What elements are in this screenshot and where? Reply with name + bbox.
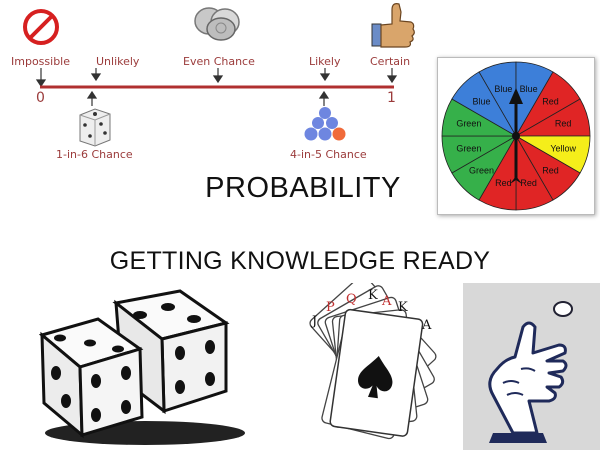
coins-icon (194, 7, 240, 41)
marbles-icon (304, 107, 346, 141)
card-corner-4: K (368, 288, 378, 303)
page-title: PROBABILITY (205, 172, 401, 204)
callout-four-in-five: 4-in-5 Chance (290, 148, 367, 161)
card-corner-3: Q (346, 292, 357, 307)
card-corner-7: A (422, 318, 432, 333)
spinner-arrow-icon (509, 88, 523, 184)
scale-start-value: 0 (36, 90, 45, 106)
no-entry-icon (23, 9, 59, 45)
scale-end-value: 1 (387, 90, 396, 106)
card-corner-2: P (326, 300, 335, 315)
page-subtitle: GETTING KNOWLEDGE READY (109, 247, 491, 275)
card-corner-5: A (382, 294, 392, 309)
spinner-sector (451, 71, 518, 138)
scale-arrows (35, 68, 398, 106)
dice-icon (38, 289, 245, 445)
card-corner-6: K (398, 300, 408, 315)
spinner-sector-label: Blue (520, 84, 538, 94)
scale-label-certain: Certain (370, 55, 411, 68)
spinner-sector-label: Green (469, 166, 494, 176)
probability-scale (23, 3, 415, 147)
die-icon (79, 108, 111, 147)
spinner-sector-label: Green (456, 144, 481, 154)
coin-flip-panel (463, 283, 600, 450)
spinner-sector-label: Red (520, 178, 537, 188)
spinner-sector-label: Red (542, 96, 559, 106)
card-corner-1: J (312, 314, 318, 329)
playing-cards-icon (309, 283, 437, 440)
spinner-sector-label: Red (495, 178, 512, 188)
callout-one-in-six: 1-in-6 Chance (56, 148, 133, 161)
spinner-sector-label: Blue (472, 96, 490, 106)
coin-flip-hand-icon (488, 301, 573, 443)
spinner-sector-label: Blue (494, 84, 512, 94)
thumbs-up-icon (371, 3, 415, 48)
scale-label-unlikely: Unlikely (96, 55, 140, 68)
spinner-sector-label: Red (555, 118, 572, 128)
spinner-sector-label: Red (542, 166, 559, 176)
scale-label-likely: Likely (309, 55, 341, 68)
scale-label-even-chance: Even Chance (183, 55, 255, 68)
spinner-sector-label: Green (456, 118, 481, 128)
spinner-sector-label: Yellow (550, 144, 576, 154)
scale-label-impossible: Impossible (11, 55, 70, 68)
